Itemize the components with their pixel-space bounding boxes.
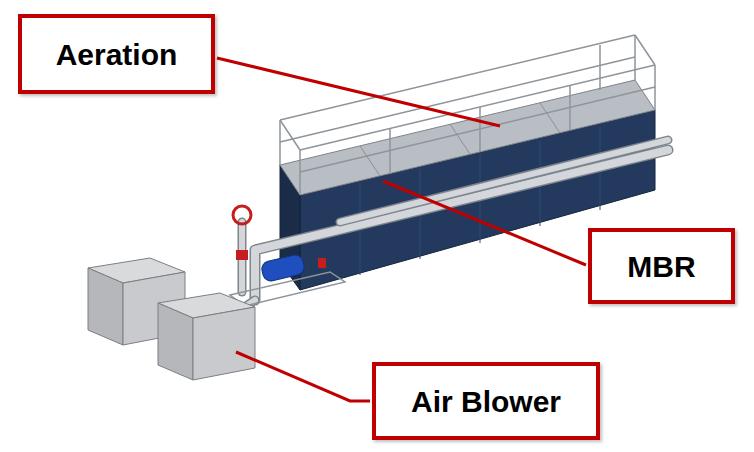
rail-post (389, 129, 391, 174)
blowers (88, 258, 255, 380)
rail (300, 65, 655, 150)
pipe (340, 140, 668, 222)
rail-post (599, 45, 601, 90)
rail (635, 35, 655, 65)
rail (280, 57, 635, 142)
rail-post (654, 65, 656, 110)
pump-skid (230, 206, 345, 306)
callout-box: Air Blower (372, 362, 600, 440)
rail-post (634, 35, 636, 80)
valve (236, 250, 248, 260)
valve-wheel (233, 206, 251, 224)
callout-box: MBR (588, 228, 735, 304)
rail (280, 120, 300, 150)
callout-box: Aeration (18, 14, 215, 94)
blower-front (88, 268, 123, 345)
rail-post (479, 107, 481, 152)
pump (260, 254, 305, 283)
blower-side (193, 307, 255, 380)
grating-seam (360, 146, 380, 176)
leader-line (236, 352, 370, 401)
callout-label: Air Blower (411, 385, 561, 418)
rail-post (279, 120, 281, 165)
rail-post (299, 150, 301, 195)
rail-post (569, 85, 571, 130)
valve (318, 258, 326, 268)
grating-seam (450, 124, 470, 154)
leader-lines (217, 58, 586, 401)
leader-line (383, 181, 586, 265)
blower-front (158, 303, 193, 380)
callout-label: Aeration (56, 38, 178, 71)
leader-line (217, 58, 500, 126)
callout-label: MBR (627, 250, 695, 283)
rail (280, 35, 635, 120)
grating-seam (540, 103, 560, 133)
pipe-outline (340, 140, 668, 222)
